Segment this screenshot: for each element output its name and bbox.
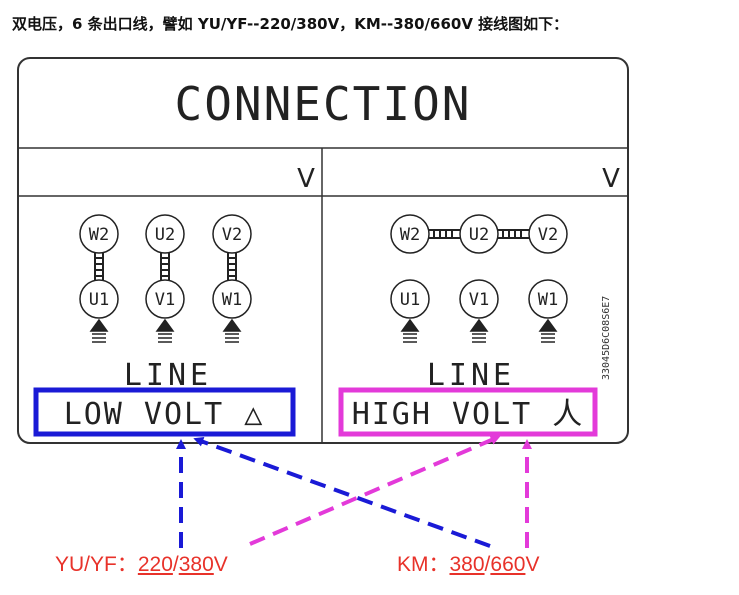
arrow-km-380-to-low-volt [193,437,491,548]
terminal-w1: W1 [528,279,568,319]
low-volt-label: LOW VOLT △ [64,397,265,432]
yu-high-voltage: 380 [178,553,214,576]
svg-text:U2: U2 [469,225,489,245]
terminal-w2: W2 [79,214,119,254]
svg-text:W1: W1 [222,290,242,310]
high-volt-label: HIGH VOLT 人 [352,397,585,432]
svg-text:V1: V1 [155,290,175,310]
km-prefix: KM： [397,553,450,576]
plate-outline [17,57,629,444]
low-volt-panel: W2 U2 V2 U1 V1 W1 [33,214,296,437]
km-suffix: V [525,553,540,576]
svg-text:V1: V1 [469,290,489,310]
yu-suffix: V [213,553,228,576]
terminal-u1: U1 [79,279,119,319]
terminal-v1: V1 [459,279,499,319]
svg-text:V2: V2 [222,225,242,245]
yu-separator: / [172,553,179,576]
km-low-voltage: 380 [449,553,485,576]
link-v2-w1 [227,253,237,282]
yu-low-voltage: 220 [137,553,173,576]
svg-text:V2: V2 [538,225,558,245]
terminal-v2: V2 [528,214,568,254]
svg-text:U1: U1 [400,290,420,310]
v-mark-right: V [602,164,620,194]
terminal-u1: U1 [390,279,430,319]
terminal-u2: U2 [145,214,185,254]
yu-voltage-annotation: YU/YF：220/380V [55,548,228,578]
terminal-w1: W1 [212,279,252,319]
km-separator: / [484,553,491,576]
low-volt-box [33,387,296,437]
page-caption: 双电压，6 条出口线，譬如 YU/YF--220/380V，KM--380/66… [12,15,569,33]
terminal-w2: W2 [390,214,430,254]
svg-text:W2: W2 [89,225,109,245]
serial-number: 33045D6C08S6E7 [601,296,612,380]
line-label-low: LINE [124,358,212,393]
line-arrow-icon [89,318,242,343]
high-volt-panel: W2 U2 V2 U1 V1 W1 LIN [338,214,612,437]
svg-text:W1: W1 [538,290,558,310]
terminal-u2: U2 [459,214,499,254]
star-bridge [428,229,530,239]
svg-text:U2: U2 [155,225,175,245]
link-u2-v1 [160,253,170,282]
v-mark-left: V [297,164,315,194]
line-arrow-icon [400,318,558,343]
plate-title: CONNECTION [175,77,472,131]
line-label-high: LINE [427,358,515,393]
svg-text:U1: U1 [89,290,109,310]
link-w2-u1 [94,253,104,282]
yu-prefix: YU/YF： [55,553,138,576]
high-volt-box [338,387,598,437]
km-voltage-annotation: KM：380/660V [397,548,539,578]
terminal-v1: V1 [145,279,185,319]
km-high-voltage: 660 [490,553,526,576]
svg-text:W2: W2 [400,225,420,245]
arrow-yu-380-to-high-volt [249,435,501,546]
terminal-v2: V2 [212,214,252,254]
